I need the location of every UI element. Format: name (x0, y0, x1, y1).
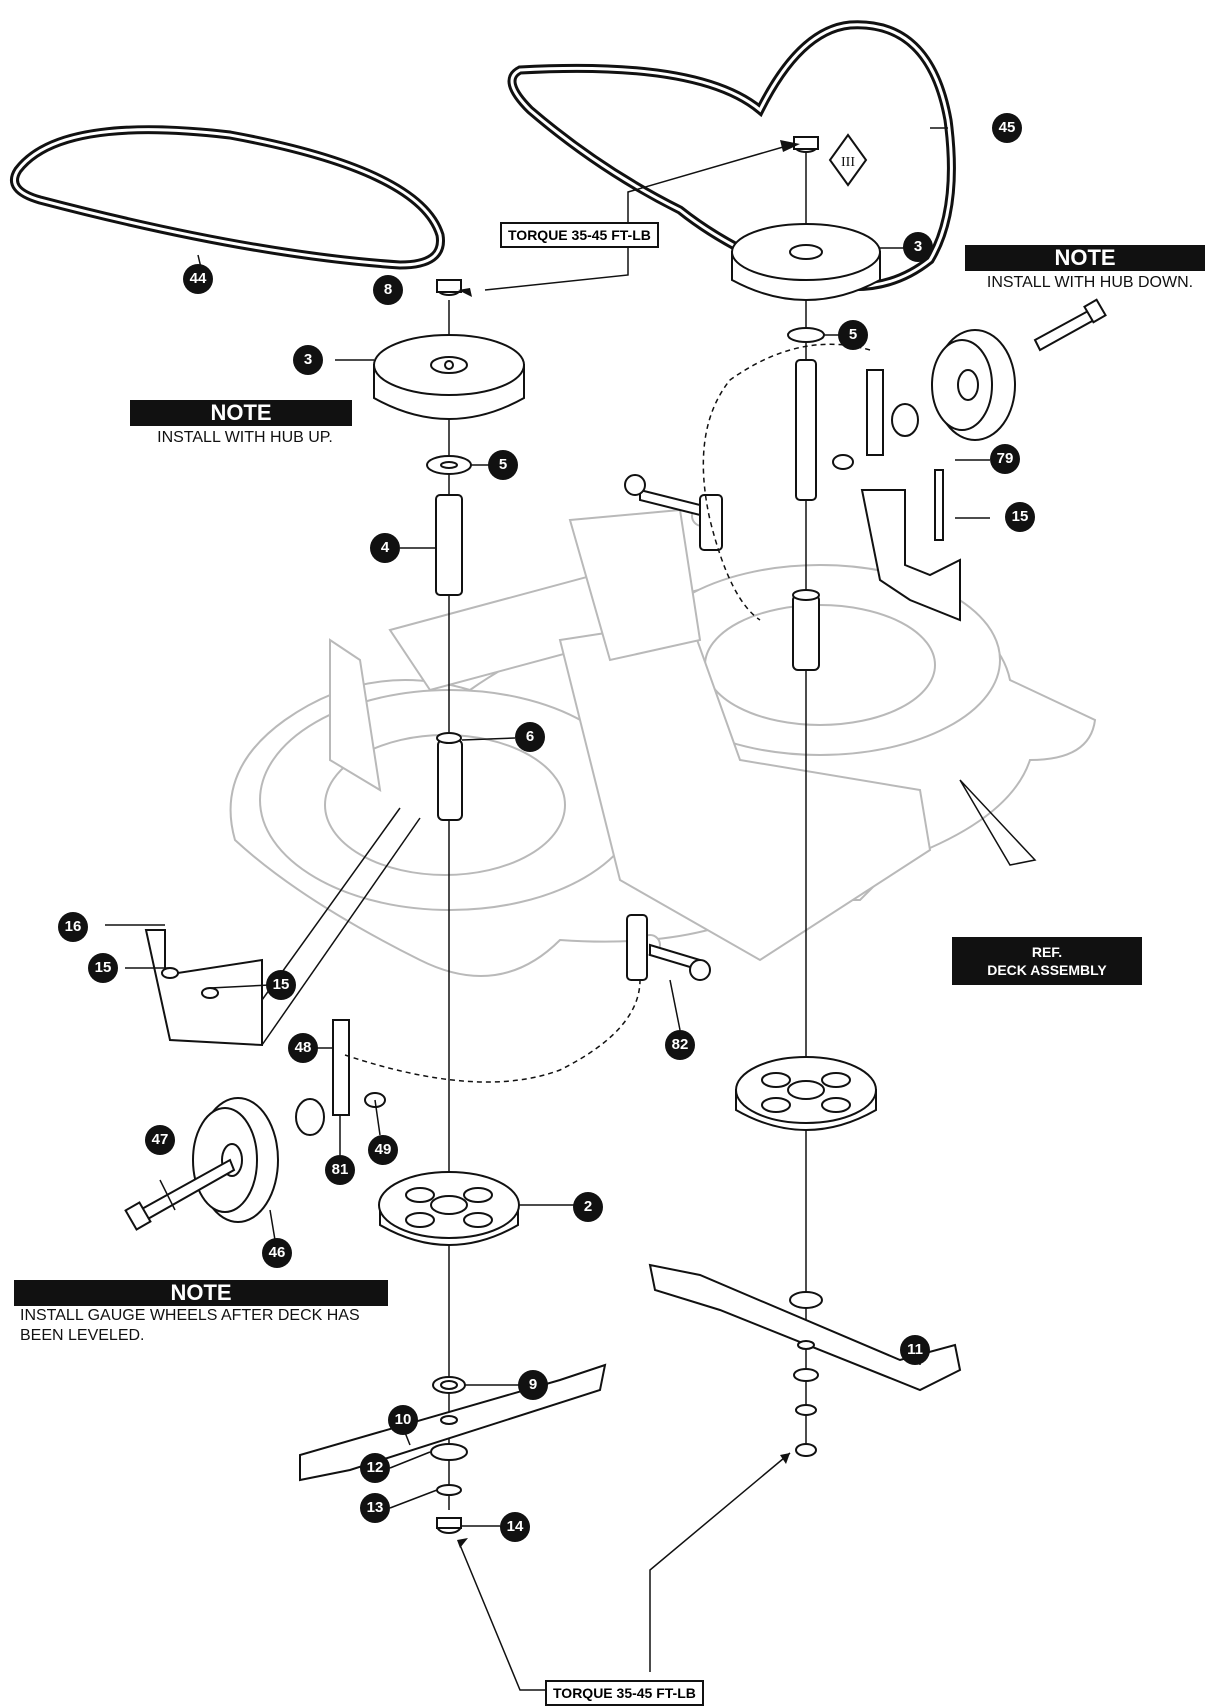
left-wheel-bracket (332, 1019, 386, 1116)
callout-12: 12 (360, 1453, 390, 1483)
right-hidden-line (702, 343, 871, 621)
callout-5-left: 5 (488, 450, 518, 480)
callout-46: 46 (262, 1238, 292, 1268)
torque-label-top: TORQUE 35-45 FT-LB (500, 222, 659, 248)
right-blade (648, 1263, 962, 1392)
note-title-gauge-wheels: NOTE (14, 1280, 388, 1306)
callout-6: 6 (515, 722, 545, 752)
left-washer-5 (426, 455, 472, 475)
callout-15-left-b: 15 (266, 970, 296, 1000)
nut-top (793, 136, 819, 153)
svg-text:III: III (841, 155, 855, 170)
callout-3-right: 3 (903, 232, 933, 262)
symbol-diamond: III (828, 133, 868, 187)
note-text-hub-up: INSTALL WITH HUB UP. (157, 429, 333, 446)
callout-9: 9 (518, 1370, 548, 1400)
note-text-hub-down: INSTALL WITH HUB DOWN. (986, 274, 1194, 291)
note-title-hub-down: NOTE (965, 245, 1205, 271)
right-bolt (1033, 298, 1107, 352)
right-pulley (731, 223, 881, 301)
left-deck-bracket (144, 929, 263, 1047)
right-wheel-bracket (832, 369, 884, 470)
right-washer-5 (787, 327, 825, 343)
clevis-pin-82 (626, 914, 711, 981)
belt-44 (10, 125, 445, 270)
left-spindle-stack (435, 300, 463, 1510)
ref-deck-assembly-label: REF. DECK ASSEMBLY (952, 937, 1142, 985)
callout-5-right: 5 (838, 320, 868, 350)
callout-4: 4 (370, 533, 400, 563)
right-deck-bracket (860, 469, 961, 622)
left-bolt-47 (124, 1158, 236, 1231)
callout-10: 10 (388, 1405, 418, 1435)
left-hidden-line (344, 979, 641, 1083)
left-gauge-wheel (192, 1097, 325, 1223)
ref-line-2: DECK ASSEMBLY (987, 962, 1107, 978)
callout-3-left: 3 (293, 345, 323, 375)
left-blade-hardware (430, 1376, 468, 1534)
note-title-hub-up: NOTE (130, 400, 352, 426)
right-gauge-wheel (891, 329, 1016, 441)
callout-15-right: 15 (1005, 502, 1035, 532)
callout-81: 81 (325, 1155, 355, 1185)
torque-label-bottom: TORQUE 35-45 FT-LB (545, 1680, 704, 1706)
callout-79: 79 (990, 444, 1020, 474)
deck-assembly (229, 505, 1097, 977)
belt-45 (507, 20, 956, 292)
callout-47: 47 (145, 1125, 175, 1155)
left-blade-adapter (378, 1171, 520, 1246)
ref-line-1: REF. (1031, 944, 1063, 960)
callout-16: 16 (58, 912, 88, 942)
note-text-gauge-wheels: INSTALL GAUGE WHEELS AFTER DECK HAS BEEN… (20, 1307, 360, 1344)
callout-49: 49 (368, 1135, 398, 1165)
callout-44: 44 (183, 264, 213, 294)
callout-13: 13 (360, 1493, 390, 1523)
callout-82: 82 (665, 1030, 695, 1060)
callout-8: 8 (373, 275, 403, 305)
callout-15-left-a: 15 (88, 953, 118, 983)
callout-11: 11 (900, 1335, 930, 1365)
callout-48: 48 (288, 1033, 318, 1063)
right-spindle-stack (792, 140, 820, 1450)
left-pulley (373, 334, 525, 420)
callout-2: 2 (573, 1192, 603, 1222)
nut-8 (436, 279, 462, 296)
right-blade-adapter (735, 1056, 877, 1131)
callout-14: 14 (500, 1512, 530, 1542)
callout-45: 45 (992, 113, 1022, 143)
right-blade-hardware (789, 1291, 823, 1457)
